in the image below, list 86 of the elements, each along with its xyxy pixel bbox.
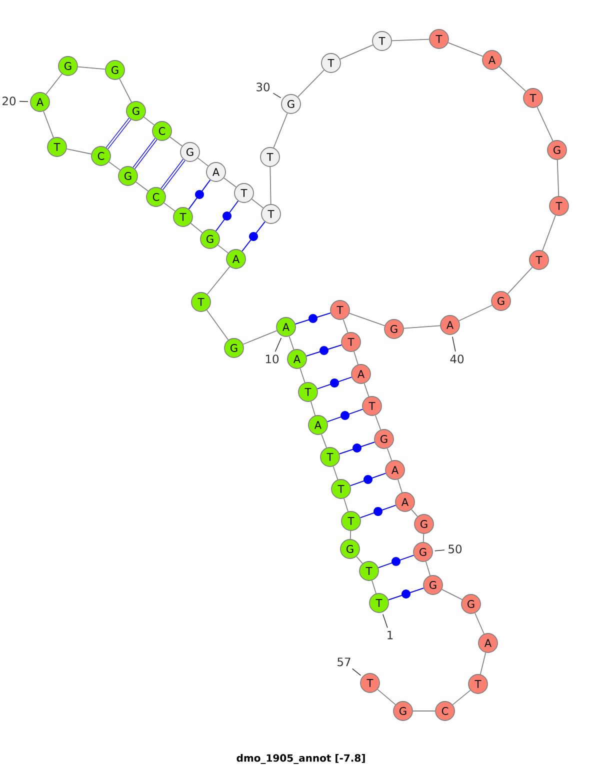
backbone-line	[425, 561, 431, 576]
caption: dmo_1905_annot [-7.8]	[236, 754, 365, 764]
position-number: 30	[256, 82, 270, 92]
leader-line	[452, 336, 456, 352]
backbone-line	[403, 325, 441, 329]
backbone-line	[298, 70, 324, 98]
backbone-line	[288, 336, 294, 350]
base-pair-line	[306, 344, 342, 356]
base-pair-line	[132, 138, 158, 169]
base-pair-line	[388, 588, 424, 600]
backbone-line	[448, 42, 484, 57]
backbone-line	[412, 710, 436, 712]
backbone-line	[392, 38, 430, 42]
leader-line	[272, 92, 282, 98]
base-pair-line	[316, 376, 352, 390]
backbone-line	[398, 479, 402, 493]
backbone-line	[321, 434, 327, 448]
position-number: 1	[388, 630, 393, 640]
backbone-line	[344, 498, 348, 512]
backbone-line	[356, 556, 363, 564]
backbone-line	[480, 652, 486, 675]
backbone-line	[441, 589, 463, 600]
base-pair-line	[188, 180, 211, 210]
backbone-line	[190, 222, 203, 234]
position-number: 57	[338, 658, 350, 666]
leader-line	[19, 100, 28, 102]
backbone-line	[273, 112, 288, 148]
backbone-line	[498, 66, 526, 92]
leader-line	[274, 338, 282, 352]
position-number: 50	[448, 544, 462, 554]
backbone-line	[372, 580, 376, 594]
backbone-line	[206, 310, 229, 340]
backbone-line	[217, 244, 229, 254]
backbone-line	[377, 688, 396, 705]
backbone-line	[556, 159, 560, 196]
backbone-line	[136, 182, 148, 192]
backbone-line	[170, 136, 182, 146]
backbone-line	[164, 202, 176, 212]
backbone-line	[119, 78, 132, 103]
backbone-line	[542, 214, 556, 252]
base-pair-line	[338, 442, 376, 454]
leader-line	[352, 668, 362, 676]
backbone-line	[348, 312, 386, 326]
backbone-line	[77, 66, 106, 70]
backbone-line	[386, 448, 392, 462]
leader-line	[434, 550, 445, 552]
backbone-line	[310, 401, 316, 416]
base-pair-line	[378, 554, 414, 568]
backbone-line	[342, 318, 348, 334]
position-number: 10	[266, 354, 279, 364]
base-pair-line	[295, 312, 331, 324]
backbone-line	[364, 382, 370, 398]
backbone-line	[458, 304, 492, 322]
backbone-line	[507, 266, 533, 294]
base-pair-line	[160, 159, 186, 190]
backbone-line	[251, 198, 264, 208]
base-pair-line	[215, 200, 239, 232]
backbone-line	[242, 330, 278, 345]
base-pair-line	[106, 118, 132, 150]
backbone-line	[66, 148, 92, 154]
backbone-line	[374, 414, 382, 430]
backbone-line	[411, 509, 418, 517]
position-number: 20	[2, 96, 16, 106]
backbone-line	[270, 166, 272, 204]
backbone-line	[340, 44, 374, 60]
backbone-line	[43, 110, 54, 138]
position-number: 40	[450, 354, 464, 364]
backbone-line	[332, 466, 338, 480]
backbone-line	[354, 351, 358, 365]
leader-line	[382, 614, 388, 628]
backbone-line	[536, 106, 554, 142]
base-pair-line	[242, 221, 266, 252]
backbone-line	[422, 534, 424, 542]
backbone-line	[197, 158, 209, 166]
backbone-line	[300, 368, 306, 383]
base-pair-line	[360, 504, 396, 518]
backbone-line	[350, 530, 352, 540]
backbone-line	[46, 73, 62, 95]
backbone-line	[108, 161, 120, 171]
backbone-line	[224, 178, 236, 188]
base-pair-line	[350, 472, 386, 486]
backbone-line	[206, 266, 230, 295]
backbone-line	[143, 116, 155, 126]
backbone-line	[474, 612, 484, 634]
backbone-line	[452, 690, 471, 706]
base-pair-line	[326, 408, 364, 422]
